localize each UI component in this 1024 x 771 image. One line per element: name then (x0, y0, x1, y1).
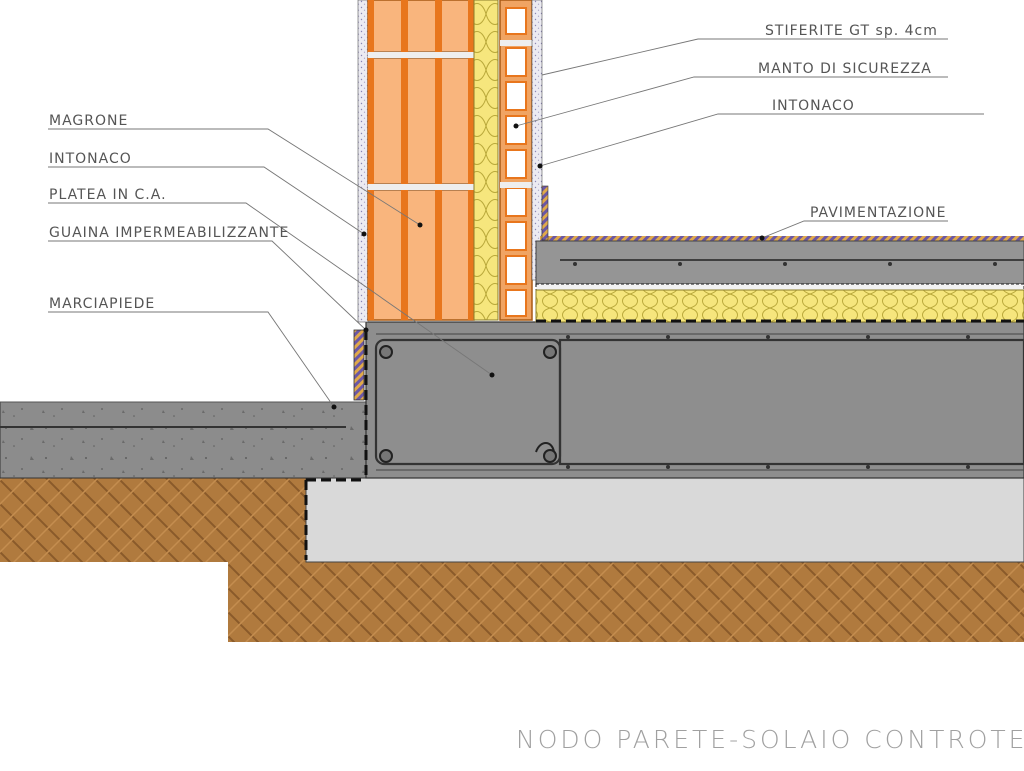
drawing-title: NODO PARETE-SOLAIO CONTROTERRA (516, 725, 1024, 754)
floor-package (535, 185, 1024, 323)
label-platea: PLATEA IN C.A. (49, 187, 167, 203)
exterior-plaster (357, 0, 369, 323)
marciapiede (0, 401, 367, 479)
label-intonaco-interior: INTONACO (772, 98, 855, 114)
labels-right: STIFERITE GT sp. 4cm MANTO DI SICUREZZA … (758, 23, 946, 221)
label-pavimentazione: PAVIMENTAZIONE (810, 205, 946, 221)
wall-insulation (473, 0, 499, 321)
guaina-membrane (304, 329, 368, 560)
label-manto: MANTO DI SICUREZZA (758, 61, 932, 77)
label-marciapiede: MARCIAPIEDE (49, 296, 155, 312)
platea-slab (365, 321, 1024, 479)
brick-wall (367, 0, 475, 321)
label-stiferite: STIFERITE GT sp. 4cm (765, 23, 938, 39)
label-guaina: GUAINA IMPERMEABILIZZANTE (49, 225, 289, 241)
leader-lines (48, 38, 984, 410)
labels-left: MAGRONE INTONACO PLATEA IN C.A. GUAINA I… (49, 113, 289, 312)
magrone-layer (305, 477, 1024, 563)
label-intonaco-exterior: INTONACO (49, 151, 132, 167)
counter-wall (499, 0, 533, 321)
label-magrone: MAGRONE (49, 113, 128, 129)
